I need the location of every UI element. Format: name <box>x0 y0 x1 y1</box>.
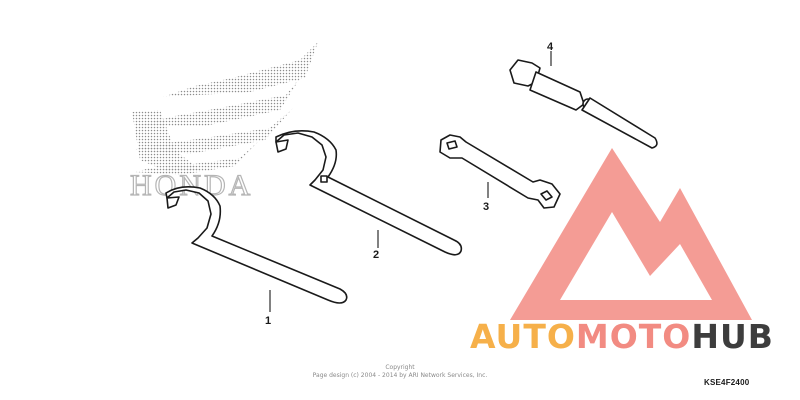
wing-feather-top <box>163 42 318 97</box>
callout-3: 3 <box>483 201 489 213</box>
wing-feather-middle <box>132 108 293 154</box>
wing-body <box>132 110 200 172</box>
copyright-line-1: Copyright <box>385 364 415 371</box>
part-3-open-wrench: 3 <box>439 134 561 213</box>
wing-feather-lower <box>135 140 260 175</box>
watermark-word-hub: HUB <box>691 317 774 356</box>
honda-wing-logo: HONDA <box>129 42 318 203</box>
watermark-word-auto: AUTO <box>470 317 576 356</box>
callout-2: 2 <box>373 249 379 261</box>
callout-4: 4 <box>547 41 554 53</box>
part-4-screwdriver: 4 <box>509 41 658 149</box>
part-1-hook-spanner: 1 <box>165 186 348 327</box>
watermark-triangle-icon <box>510 148 752 320</box>
automotohub-watermark: AUTOMOTOHUB <box>470 148 774 356</box>
callout-1: 1 <box>265 315 271 327</box>
diagram-code: KSE4F2400 <box>704 378 750 387</box>
copyright-line-2: Page design (c) 2004 - 2014 by ARI Netwo… <box>312 372 488 379</box>
honda-logo-text: HONDA <box>130 169 253 202</box>
watermark-word-moto: MOTO <box>576 317 691 356</box>
part-2-hook-spanner: 2 <box>275 130 463 261</box>
wing-feather-upper <box>140 75 302 126</box>
watermark-text: AUTOMOTOHUB <box>470 317 774 356</box>
